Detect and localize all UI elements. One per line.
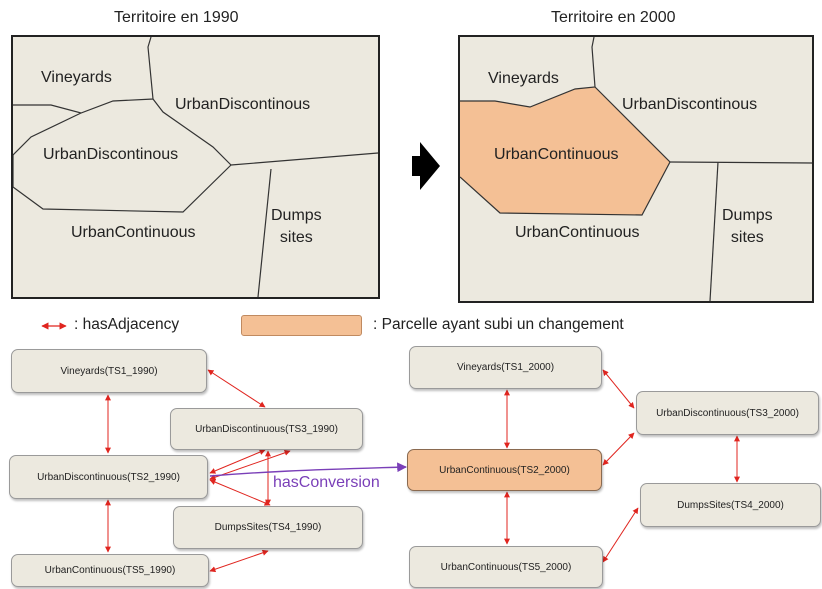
map-2000-borders [460, 37, 812, 301]
edge-1990-ts1-ts3 [207, 369, 266, 408]
map-2000-vineyards: Vineyards [488, 70, 559, 87]
edge-2000-ts5-ts4 [602, 507, 639, 563]
edge-2000-ts1-ts3 [602, 369, 635, 409]
node-urban-continuous-ts5-1990: UrbanContinuous(TS5_1990) [11, 554, 209, 587]
map-2000: Vineyards UrbanDiscontinous UrbanContinu… [458, 35, 814, 303]
map-1990-vineyards: Vineyards [41, 69, 112, 86]
legend-changed-swatch [241, 315, 362, 336]
map-2000-dumps-sites: Dumps sites [722, 207, 773, 246]
node-dumps-sites-ts4-1990: DumpsSites(TS4_1990) [173, 506, 363, 549]
node-urban-continuous-ts5-2000: UrbanContinuous(TS5_2000) [409, 546, 603, 588]
edge-2000-ts2-ts3 [602, 432, 635, 466]
map-1990-urban-discontinuous-center: UrbanDiscontinous [43, 146, 179, 163]
node-urban-discontinuous-ts2-1990: UrbanDiscontinuous(TS2_1990) [9, 455, 208, 499]
map-1990-borders [13, 37, 378, 297]
node-urban-discontinuous-ts3-2000: UrbanDiscontinuous(TS3_2000) [636, 391, 819, 435]
edge-1990-ts5-ts4 [209, 549, 269, 573]
map-1990-urban-continuous: UrbanContinuous [71, 224, 196, 241]
title-1990: Territoire en 1990 [114, 9, 239, 26]
conversion-label: hasConversion [273, 474, 380, 491]
map-1990-dumps-sites: Dumps sites [271, 207, 322, 246]
map-2000-urban-continuous-changed: UrbanContinuous [494, 146, 619, 163]
map-2000-changed-parcel [460, 87, 670, 215]
node-vineyards-ts1-2000: Vineyards(TS1_2000) [409, 346, 602, 389]
map-2000-urban-discontinuous: UrbanDiscontinous [622, 96, 758, 113]
edge-1990-ts2-ts3 [209, 449, 266, 474]
node-urban-discontinuous-ts3-1990: UrbanDiscontinuous(TS3_1990) [170, 408, 363, 450]
legend-changed-label: : Parcelle ayant subi un changement [373, 316, 624, 333]
map-1990-urban-discontinuous-right: UrbanDiscontinous [175, 96, 311, 113]
map-1990: Vineyards UrbanDiscontinous UrbanDiscont… [11, 35, 380, 299]
map-2000-urban-continuous: UrbanContinuous [515, 224, 640, 241]
title-2000: Territoire en 2000 [551, 9, 676, 26]
node-urban-continuous-ts2-2000: UrbanContinuous(TS2_2000) [407, 449, 602, 491]
legend-adjacency-label: : hasAdjacency [74, 316, 180, 333]
edge-1990-ts2-ts4 [209, 479, 271, 506]
node-dumps-sites-ts4-2000: DumpsSites(TS4_2000) [640, 483, 821, 527]
node-vineyards-ts1-1990: Vineyards(TS1_1990) [11, 349, 207, 393]
